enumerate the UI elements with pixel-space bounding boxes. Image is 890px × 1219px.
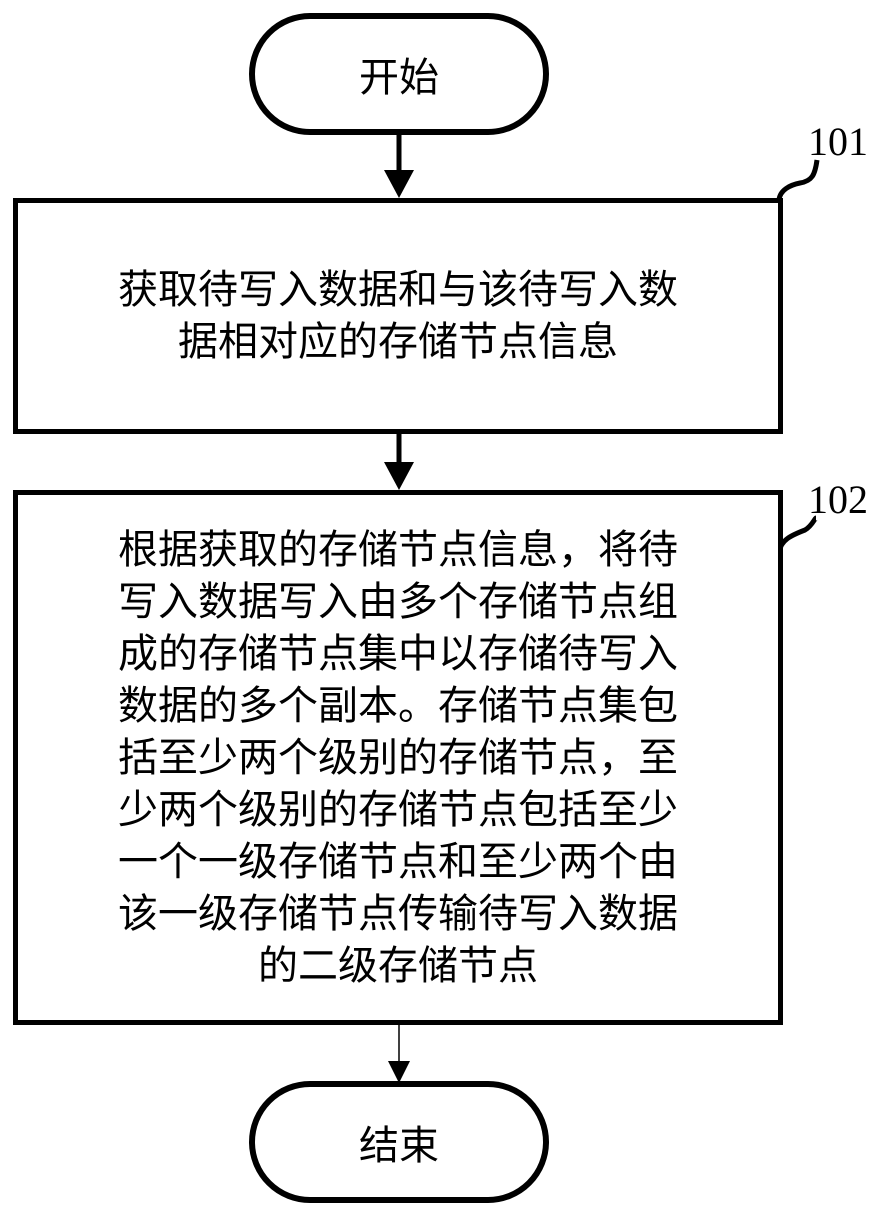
end-label: 结束 [359, 1123, 439, 1169]
step-102-text-line: 一个一级存储节点和至少两个由 [118, 838, 678, 885]
ref-label-101: 101 [808, 119, 868, 164]
ref-leader-101 [776, 159, 820, 201]
step-102-text-line: 的二级存储节点 [258, 942, 538, 989]
step-102-text-line: 根据获取的存储节点信息，将待 [118, 526, 678, 573]
step-101-box: 获取待写入数据和与该待写入数 据相对应的存储节点信息 [13, 198, 783, 434]
step-102-text-line: 数据的多个副本。存储节点集包 [118, 682, 678, 729]
step-102-box: 根据获取的存储节点信息，将待 写入数据写入由多个存储节点组 成的存储节点集中以存… [13, 490, 783, 1025]
step-102-text-line: 括至少两个级别的存储节点，至 [118, 734, 678, 781]
step-101-text-line: 获取待写入数据和与该待写入数 [118, 267, 678, 313]
ref-leader-102 [776, 515, 818, 554]
ref-label-102: 102 [808, 477, 868, 522]
start-label: 开始 [359, 55, 439, 101]
arrowhead-icon [388, 1061, 410, 1083]
step-102-text-line: 少两个级别的存储节点包括至少 [118, 786, 678, 833]
end-terminal: 结束 [249, 1081, 549, 1203]
step-101-text-line: 据相对应的存储节点信息 [178, 319, 618, 365]
step-102-text-line: 写入数据写入由多个存储节点组 [118, 578, 678, 625]
step-102-text-line: 成的存储节点集中以存储待写入 [118, 630, 678, 677]
step-102-text-line: 该一级存储节点传输待写入数据 [118, 890, 678, 937]
arrowhead-icon [384, 462, 414, 490]
arrowhead-icon [384, 170, 414, 198]
start-terminal: 开始 [249, 13, 549, 135]
